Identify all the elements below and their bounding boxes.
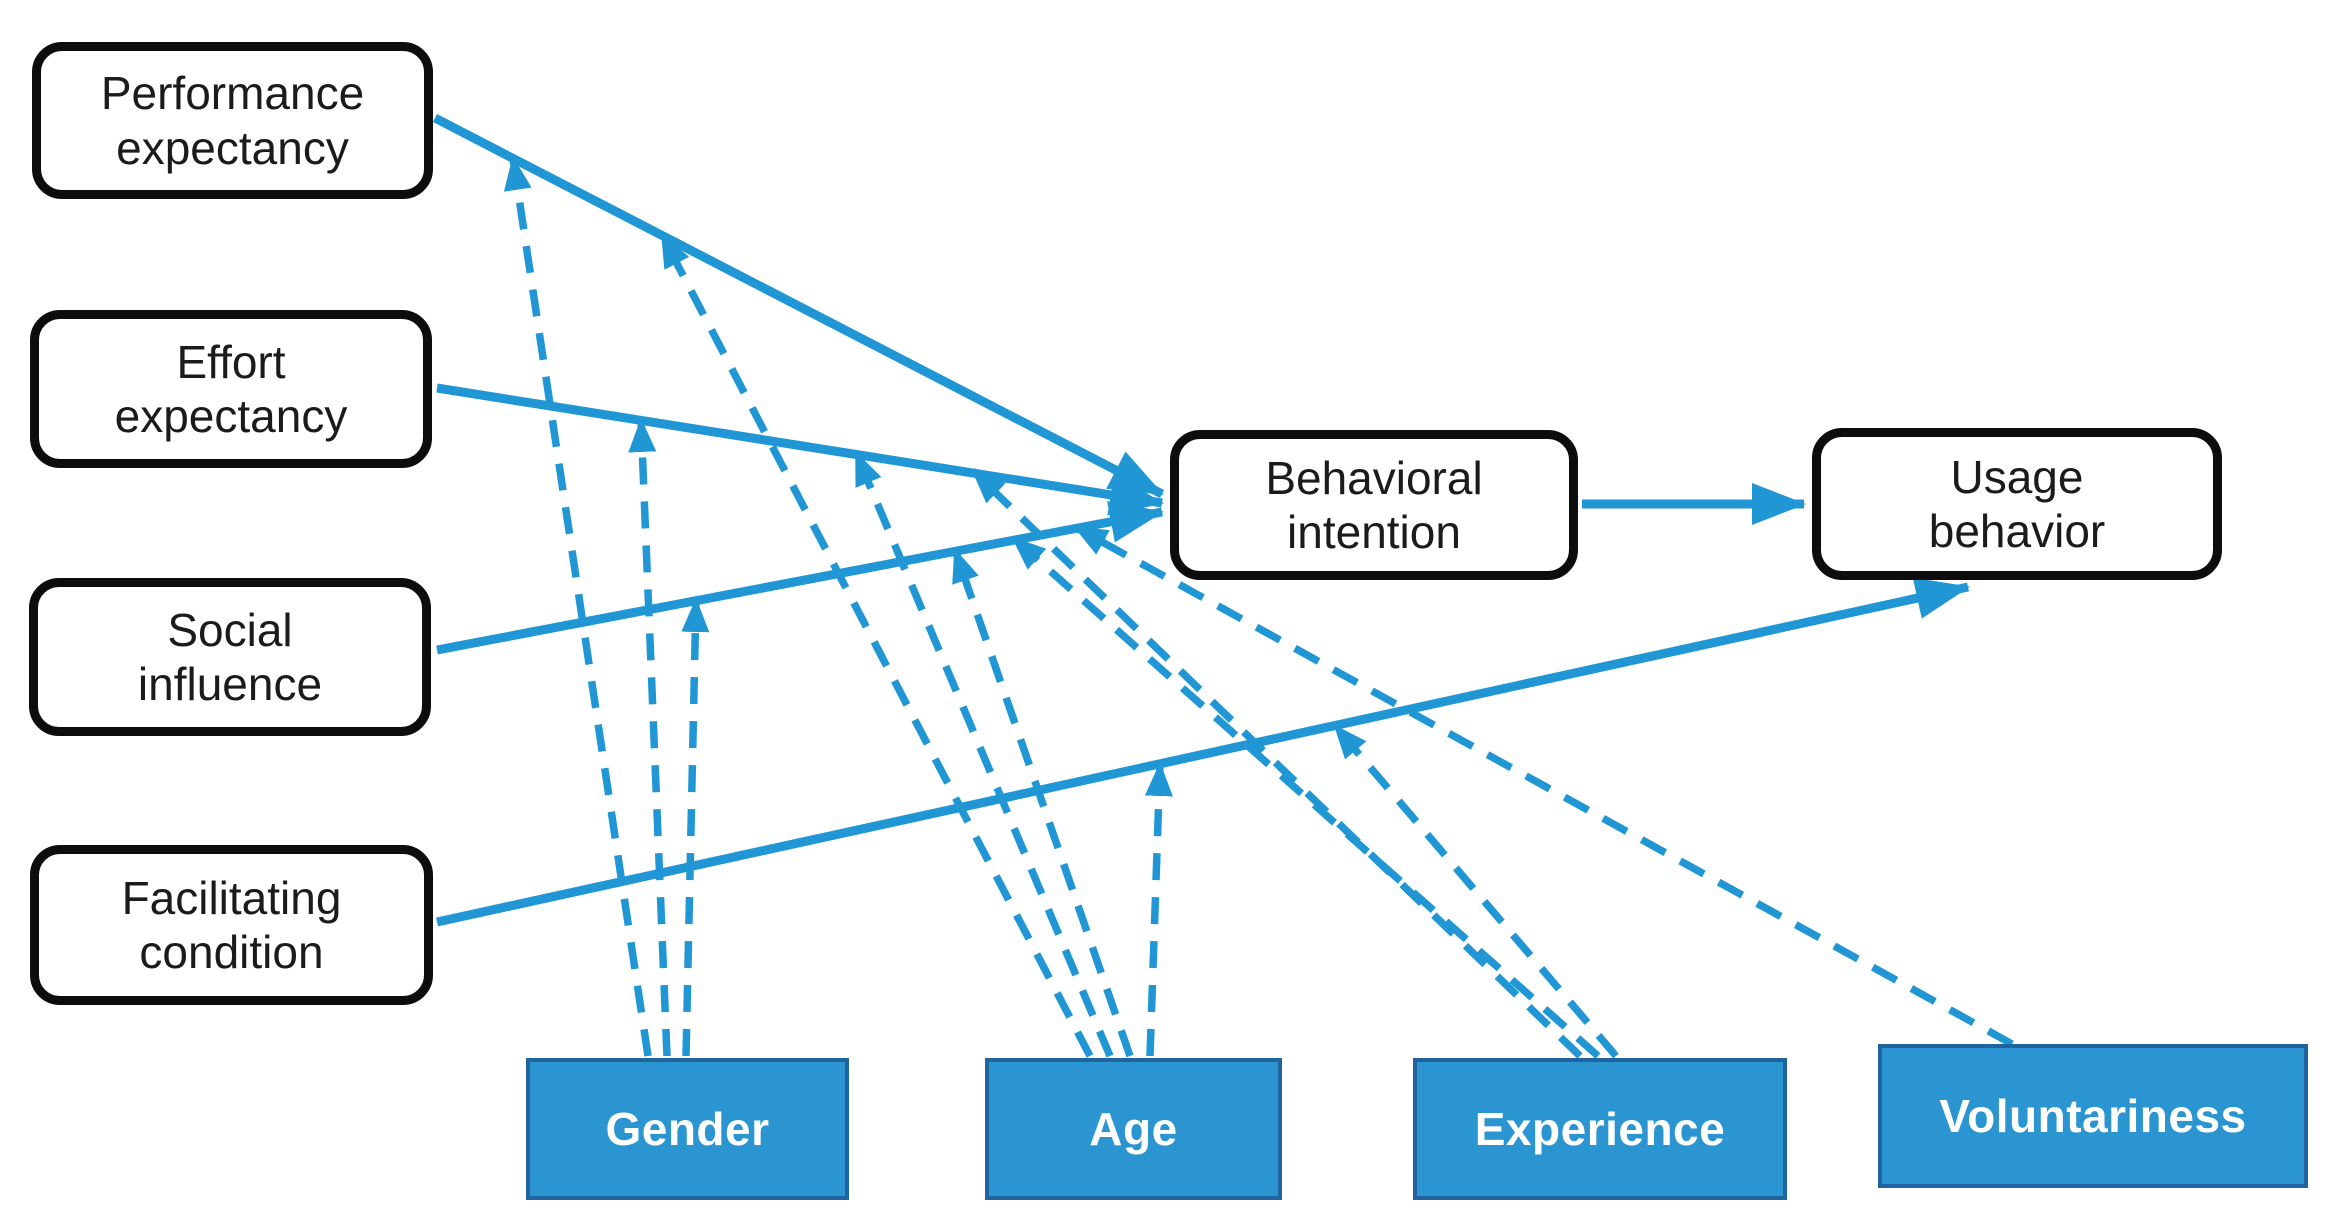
- node-age: Age: [985, 1058, 1282, 1200]
- node-gender: Gender: [526, 1058, 849, 1200]
- node-label: Performance expectancy: [100, 67, 365, 174]
- node-voluntariness: Voluntariness: [1878, 1044, 2308, 1188]
- node-label: Effort expectancy: [114, 335, 348, 442]
- edge-pe-bi: [432, 114, 1165, 498]
- node-label: Social influence: [137, 603, 323, 710]
- node-label: Experience: [1474, 1103, 1726, 1155]
- edge-gender-pe: [503, 156, 652, 1057]
- node-label: Gender: [605, 1103, 770, 1155]
- edge-experience-si: [1010, 535, 1601, 1059]
- node-label: Age: [1089, 1103, 1178, 1155]
- edge-experience-fc: [1332, 723, 1619, 1059]
- edge-age-pe: [658, 233, 1094, 1058]
- edge-age-ee: [852, 451, 1114, 1058]
- node-label: Voluntariness: [1939, 1090, 2247, 1142]
- edge-si-bi: [436, 501, 1164, 655]
- node-usage-behavior: Usage behavior: [1812, 428, 2222, 580]
- edge-age-si: [951, 548, 1134, 1058]
- node-label: Behavioral intention: [1265, 451, 1483, 558]
- edge-gender-ee: [628, 418, 671, 1057]
- node-social-influence: Social influence: [29, 578, 431, 736]
- node-facilitating-condition: Facilitating condition: [30, 845, 433, 1005]
- node-performance-expectancy: Performance expectancy: [32, 42, 433, 199]
- node-experience: Experience: [1413, 1058, 1787, 1200]
- edge-voluntariness-si: [1073, 523, 2014, 1048]
- node-effort-expectancy: Effort expectancy: [30, 310, 432, 468]
- node-behavioral-intention: Behavioral intention: [1170, 430, 1578, 580]
- edge-fc-ub: [436, 577, 1970, 927]
- edge-gender-si: [681, 598, 710, 1057]
- edge-age-fc: [1144, 762, 1173, 1057]
- edge-ee-bi: [436, 383, 1164, 516]
- node-label: Usage behavior: [1928, 450, 2106, 557]
- node-label: Facilitating condition: [121, 871, 342, 978]
- edge-experience-ee: [970, 468, 1583, 1059]
